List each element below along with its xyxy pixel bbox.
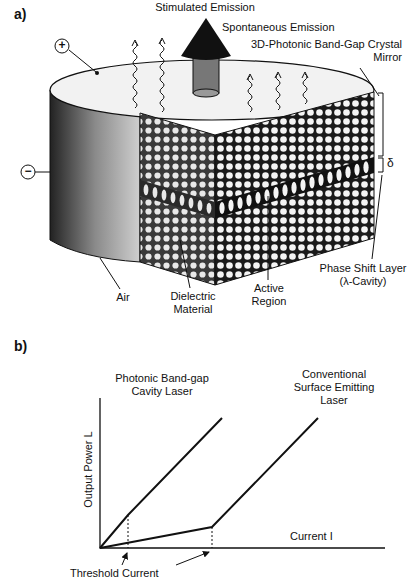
active-hole — [273, 187, 278, 199]
plus-wire — [69, 50, 96, 72]
delta-bracket — [378, 158, 383, 172]
axis-label: Output Power L — [82, 425, 95, 515]
region-label: Air — [108, 291, 138, 304]
wave-line — [276, 74, 280, 110]
active-hole — [198, 200, 203, 211]
beam-base — [193, 89, 219, 97]
dimension-label: δ — [387, 157, 401, 170]
active-hole — [309, 177, 314, 189]
emission-label: Spontaneous Emission — [222, 21, 352, 34]
active-hole — [363, 161, 368, 173]
wave-head — [275, 72, 281, 78]
conventional-curve — [100, 418, 318, 548]
leader — [360, 68, 379, 96]
active-hole — [189, 197, 194, 208]
active-band-left — [140, 180, 215, 218]
material-label: Dielectric Material — [158, 290, 228, 316]
active-holes — [144, 161, 369, 214]
active-hole — [228, 199, 233, 211]
wave-head — [302, 72, 308, 78]
threshold-leader — [122, 553, 127, 565]
leader — [268, 196, 269, 280]
threshold-label: Threshold Current — [70, 567, 200, 580]
minus-terminal — [21, 165, 35, 179]
terminal-sign: − — [22, 165, 34, 178]
mirror-label: 3D-Photonic Band-Gap Crystal Mirror — [250, 38, 402, 64]
mirror-bracket — [378, 93, 383, 156]
threshold-leader — [176, 552, 209, 565]
terminal-sign: + — [56, 39, 68, 52]
active-hole — [336, 169, 341, 181]
axis-label: Current I — [290, 530, 360, 543]
wave-line — [248, 76, 252, 112]
wave-line — [160, 40, 164, 112]
wave-head — [247, 74, 253, 80]
active-hole — [153, 187, 158, 198]
leader — [372, 175, 382, 259]
active-hole — [264, 189, 269, 201]
wave-head — [132, 40, 138, 46]
plus-terminal — [55, 39, 69, 53]
threshold-dotted — [128, 515, 129, 548]
contact-dot — [95, 71, 99, 75]
minus-wire — [35, 172, 50, 173]
active-hole — [171, 192, 176, 203]
active-hole — [255, 192, 260, 204]
part-letter: b) — [14, 340, 38, 353]
active-hole — [180, 195, 185, 206]
region-label: Active Region — [238, 282, 300, 308]
active-hole — [162, 190, 167, 201]
wave-line — [303, 74, 307, 104]
curve-label: Photonic Band-gap Cavity Laser — [110, 372, 214, 398]
emission-label: Stimulated Emission — [140, 1, 270, 14]
active-hole — [354, 164, 359, 176]
curve-label: Conventional Surface Emitting Laser — [282, 368, 386, 407]
axes — [100, 398, 385, 548]
wave-head — [159, 38, 165, 44]
active-hole — [237, 197, 242, 209]
active-hole — [219, 202, 224, 214]
active-hole — [246, 194, 251, 206]
right-crystal-face — [215, 92, 374, 285]
wave-line — [133, 42, 137, 108]
active-hole — [144, 184, 149, 195]
active-hole — [291, 182, 296, 194]
active-band-right — [215, 157, 374, 218]
part-letter: a) — [14, 8, 38, 21]
beam-shaft — [193, 55, 219, 93]
active-hole — [318, 174, 323, 186]
threshold-dotted — [212, 527, 213, 548]
left-crystal-face — [140, 113, 215, 285]
active-hole — [282, 184, 287, 196]
active-hole — [207, 203, 212, 214]
active-hole — [345, 166, 350, 178]
active-hole — [327, 171, 332, 183]
active-hole — [300, 179, 305, 191]
leader — [180, 240, 190, 288]
leader — [100, 258, 120, 289]
layer-label: Phase Shift Layer (λ-Cavity) — [318, 262, 408, 288]
